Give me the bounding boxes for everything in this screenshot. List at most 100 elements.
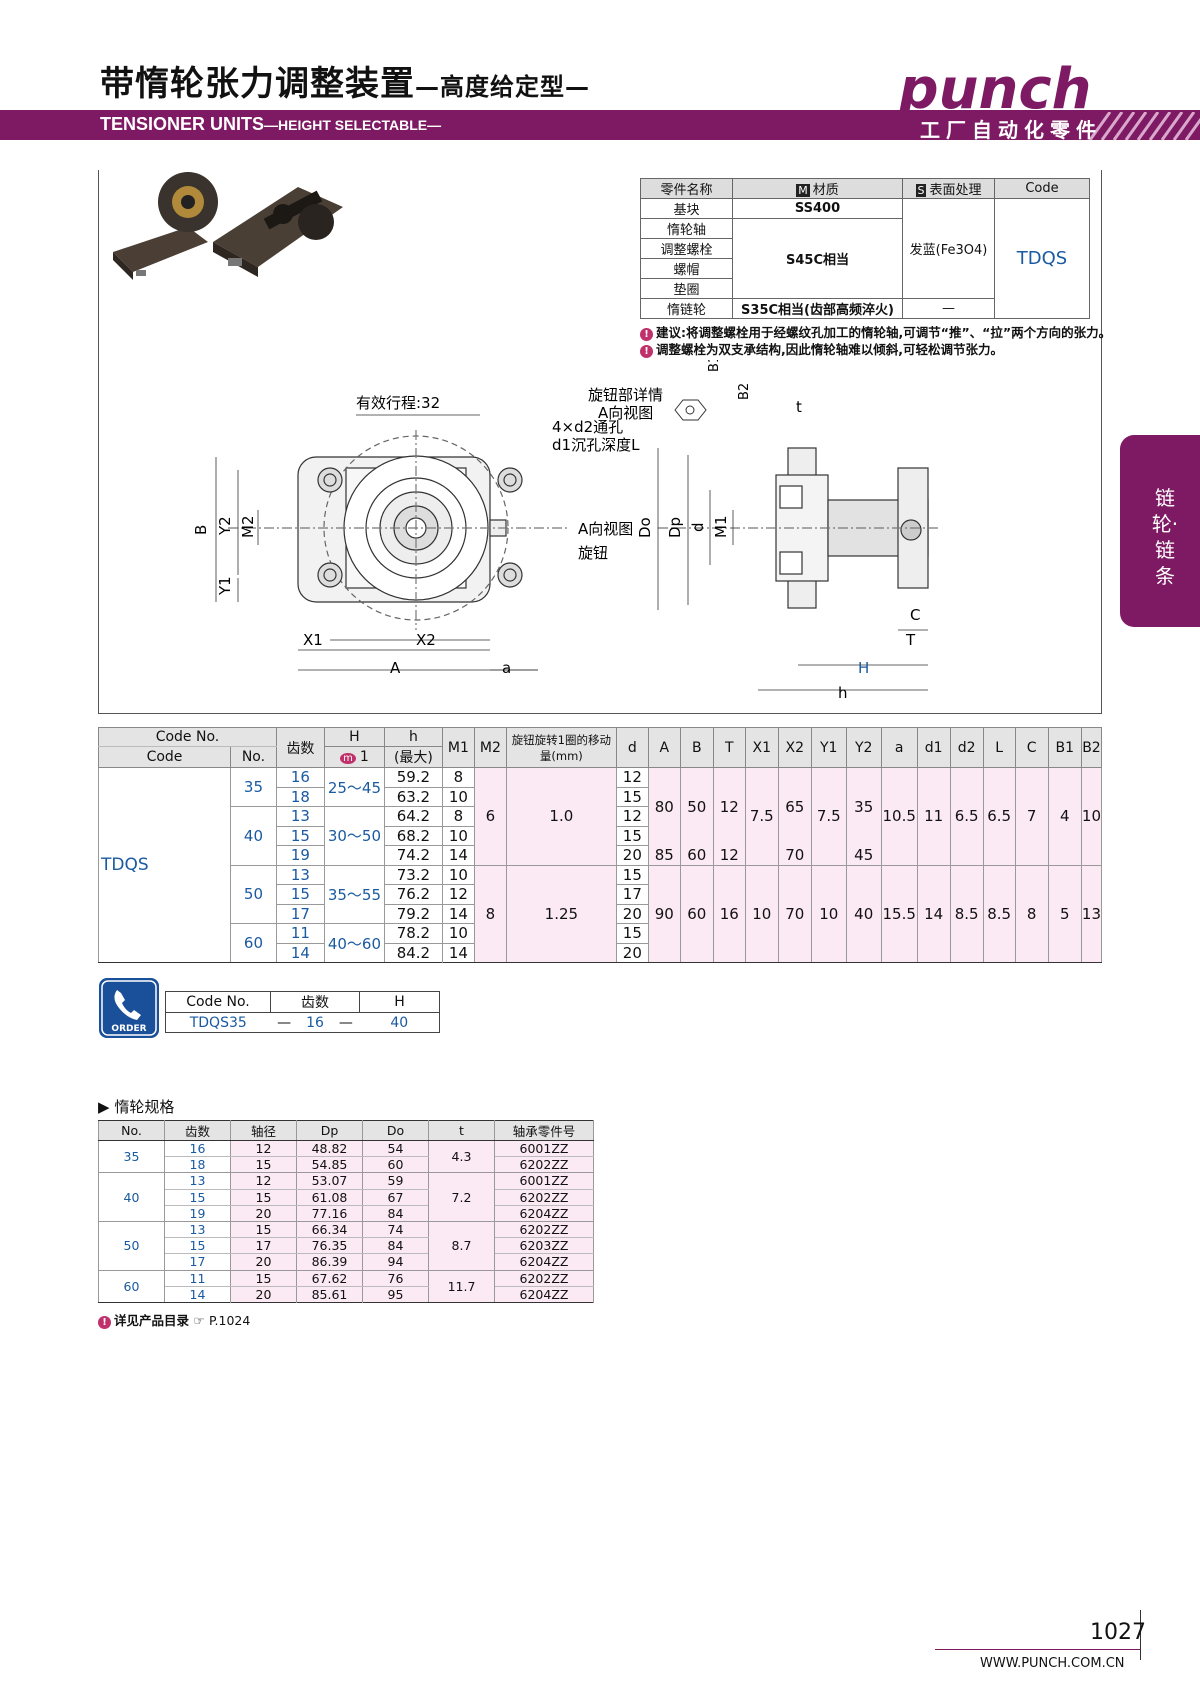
info-icon: ! xyxy=(640,328,653,341)
idler-bearing: 6202ZZ xyxy=(494,1270,594,1287)
side-tab-sprocket-chain[interactable]: 链轮·链条 xyxy=(1120,435,1200,627)
dim-h: h xyxy=(838,684,848,702)
spec-A: 80 xyxy=(647,767,681,846)
idler-Dp: 67.62 xyxy=(296,1270,363,1287)
header-stripes xyxy=(1088,112,1200,140)
idler-shaft: 15 xyxy=(230,1156,297,1173)
spec-M1: 14 xyxy=(441,943,475,963)
spec-T: 16 xyxy=(712,865,746,963)
mat-part: 调整螺栓 xyxy=(640,238,733,259)
spec-no: 50 xyxy=(229,865,277,924)
spec-teeth: 13 xyxy=(275,806,325,827)
dim-B2: B2 xyxy=(737,383,752,400)
dim-Y1: Y1 xyxy=(216,576,234,596)
spec-d: 17 xyxy=(615,884,649,905)
idler-bearing: 6203ZZ xyxy=(494,1237,594,1255)
spec-no: 60 xyxy=(229,923,277,963)
spec-teeth: 14 xyxy=(275,943,325,963)
order-icon[interactable]: ORDER xyxy=(99,978,159,1038)
idler-shaft: 12 xyxy=(230,1140,297,1158)
spec-X1: 10 xyxy=(744,865,779,963)
spec-header-d2: d2 xyxy=(949,727,984,768)
spec-H: 40～60 xyxy=(323,923,385,963)
spec-header-d: d xyxy=(615,727,649,768)
mat-material: SS400 xyxy=(732,198,903,219)
footer-url[interactable]: WWW.PUNCH.COM.CN xyxy=(980,1656,1125,1671)
knob-detail-label-2: A向视图 xyxy=(598,404,653,422)
dim-a: a xyxy=(502,659,511,677)
spec-M1: 8 xyxy=(441,806,475,827)
order-teeth: 16 xyxy=(306,1014,324,1031)
material-icon: M xyxy=(796,184,810,197)
spec-d1: 11 xyxy=(916,767,951,865)
spec-header-A: A xyxy=(647,727,681,768)
dim-Do: Do xyxy=(636,517,654,538)
spec-knob: 1.0 xyxy=(505,767,617,865)
page-subtitle: —高度给定型— xyxy=(415,73,590,101)
spec-B: 50 xyxy=(679,767,714,846)
spec-table: Code No. 齿数 H h M1 M2 旋钮旋转1圈的移动量(mm) d A… xyxy=(98,727,1103,963)
spec-header-codeno: Code No. xyxy=(98,727,277,747)
spec-header-teeth: 齿数 xyxy=(275,727,325,768)
idler-t: 8.7 xyxy=(428,1221,495,1271)
spec-a: 10.5 xyxy=(880,767,918,865)
mat-header-part: 零件名称 xyxy=(640,178,733,199)
spec-header-a: a xyxy=(880,727,918,768)
idler-Do: 59 xyxy=(362,1172,429,1190)
dim-X2: X2 xyxy=(416,631,436,649)
idler-teeth: 13 xyxy=(164,1172,231,1190)
idler-header-Dp: Dp xyxy=(296,1120,363,1141)
spec-M1: 12 xyxy=(441,884,475,905)
spec-H: 30～50 xyxy=(323,806,385,866)
spec-d: 15 xyxy=(615,865,649,885)
mat-part: 垫圈 xyxy=(640,278,733,299)
idler-header-t: t xyxy=(428,1120,495,1141)
idler-Dp: 53.07 xyxy=(296,1172,363,1190)
page-number: 1027 xyxy=(1090,1620,1146,1645)
spec-T: 12 xyxy=(712,767,746,846)
spec-teeth: 17 xyxy=(275,904,325,924)
dim-M1: M1 xyxy=(712,516,730,539)
spec-Y1: 10 xyxy=(810,865,847,963)
dim-t: t xyxy=(796,398,802,416)
spec-d: 20 xyxy=(615,845,649,865)
idler-teeth: 19 xyxy=(164,1205,231,1222)
idler-teeth: 15 xyxy=(164,1237,231,1255)
idler-Dp: 77.16 xyxy=(296,1205,363,1222)
spec-h: 63.2 xyxy=(383,787,443,807)
mat-part: 基块 xyxy=(640,198,733,219)
idler-bearing: 6202ZZ xyxy=(494,1189,594,1206)
spec-T: 12 xyxy=(712,845,746,865)
spec-h: 79.2 xyxy=(383,904,443,924)
idler-bearing: 6204ZZ xyxy=(494,1253,594,1270)
spec-teeth: 18 xyxy=(275,787,325,807)
spec-header-code: Code xyxy=(98,746,231,768)
spec-d: 15 xyxy=(615,787,649,807)
idler-Do: 84 xyxy=(362,1237,429,1255)
idler-Dp: 85.61 xyxy=(296,1286,363,1303)
spec-h: 78.2 xyxy=(383,923,443,944)
pointing-hand-icon: ☞ xyxy=(193,1313,205,1328)
idler-t: 7.2 xyxy=(428,1172,495,1222)
catalog-reference[interactable]: !详见产品目录 ☞ P.1024 xyxy=(98,1310,250,1329)
spec-B2: 13 xyxy=(1080,865,1103,963)
spec-Y1: 7.5 xyxy=(810,767,847,865)
idler-section-title: ▶ 惰轮规格 xyxy=(98,1098,175,1116)
knob-label: 旋钮 xyxy=(578,544,608,562)
idler-Do: 84 xyxy=(362,1205,429,1222)
spec-d: 15 xyxy=(615,826,649,846)
idler-header-no: No. xyxy=(98,1120,165,1141)
info-icon: ! xyxy=(98,1316,111,1329)
spec-no: 35 xyxy=(229,767,277,807)
idler-spec-table: No. 齿数 轴径 Dp Do t 轴承零件号 35 16 12 48.82 5… xyxy=(98,1120,594,1303)
spec-B1: 4 xyxy=(1047,767,1082,865)
note-2: !调整螺栓为双支承结构,因此惰轮轴难以倾斜,可轻松调节张力。 xyxy=(640,339,1003,358)
spec-header-no: No. xyxy=(229,746,277,768)
spec-d1: 14 xyxy=(916,865,951,963)
footer-divider xyxy=(1140,1610,1141,1660)
idler-shaft: 15 xyxy=(230,1189,297,1206)
idler-teeth: 15 xyxy=(164,1189,231,1206)
idler-Do: 76 xyxy=(362,1270,429,1287)
idler-header-bearing: 轴承零件号 xyxy=(494,1120,594,1141)
